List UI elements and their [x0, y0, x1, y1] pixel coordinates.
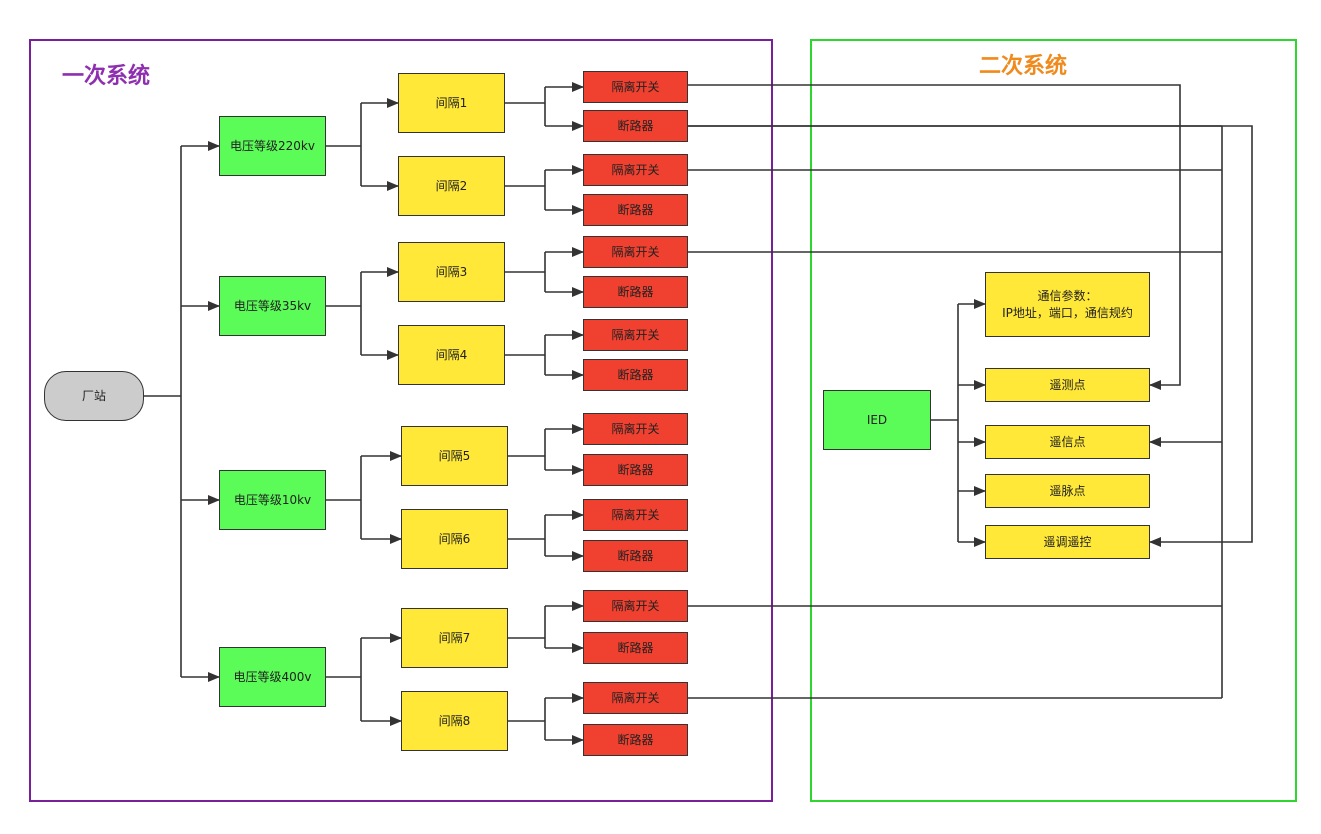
- circuit-breaker-2-label: 断路器: [617, 202, 654, 217]
- voltage-level-2-label: 电压等级35kv: [233, 298, 312, 313]
- bay-5-label: 间隔5: [438, 448, 471, 463]
- isolator-switch-5: 隔离开关: [583, 413, 688, 445]
- secondary-system-frame: [810, 39, 1297, 802]
- voltage-level-3: 电压等级10kv: [219, 470, 326, 530]
- voltage-level-2: 电压等级35kv: [219, 276, 326, 336]
- isolator-switch-8-label: 隔离开关: [611, 690, 660, 705]
- bay-2: 间隔2: [398, 156, 505, 216]
- isolator-switch-6: 隔离开关: [583, 499, 688, 531]
- point-node-4-label: 遥调遥控: [1043, 534, 1092, 549]
- circuit-breaker-1-label: 断路器: [617, 118, 654, 133]
- bay-1-label: 间隔1: [435, 95, 468, 110]
- circuit-breaker-1: 断路器: [583, 110, 688, 142]
- circuit-breaker-3: 断路器: [583, 276, 688, 308]
- primary-system-title: 一次系统: [62, 64, 151, 89]
- bay-2-label: 间隔2: [435, 178, 468, 193]
- isolator-switch-2-label: 隔离开关: [611, 162, 660, 177]
- bay-3: 间隔3: [398, 242, 505, 302]
- circuit-breaker-6: 断路器: [583, 540, 688, 572]
- isolator-switch-7: 隔离开关: [583, 590, 688, 622]
- station-node-label: 厂站: [81, 388, 106, 403]
- circuit-breaker-8: 断路器: [583, 724, 688, 756]
- ied-node: IED: [823, 390, 931, 450]
- ied-node-label: IED: [866, 412, 888, 427]
- bay-5: 间隔5: [401, 426, 508, 486]
- circuit-breaker-3-label: 断路器: [617, 284, 654, 299]
- circuit-breaker-4-label: 断路器: [617, 367, 654, 382]
- point-node-4: 遥调遥控: [985, 525, 1150, 559]
- point-node-1: 遥测点: [985, 368, 1150, 402]
- circuit-breaker-4: 断路器: [583, 359, 688, 391]
- voltage-level-3-label: 电压等级10kv: [233, 492, 312, 507]
- circuit-breaker-5-label: 断路器: [617, 462, 654, 477]
- bay-1: 间隔1: [398, 73, 505, 133]
- voltage-level-1-label: 电压等级220kv: [230, 138, 315, 153]
- secondary-system-title: 二次系统: [979, 54, 1068, 79]
- point-node-2-label: 遥信点: [1049, 434, 1086, 449]
- bay-7: 间隔7: [401, 608, 508, 668]
- voltage-level-1: 电压等级220kv: [219, 116, 326, 176]
- point-node-3: 遥脉点: [985, 474, 1150, 508]
- isolator1-to-telemetry-link: [688, 84, 1181, 390]
- comm-params-node: 通信参数： IP地址，端口，通信规约: [985, 272, 1150, 337]
- isolator-switch-1-label: 隔离开关: [611, 79, 660, 94]
- circuit-breaker-5: 断路器: [583, 454, 688, 486]
- isolator-switch-3: 隔离开关: [583, 236, 688, 268]
- isolator-switch-8: 隔离开关: [583, 682, 688, 714]
- isolator-switch-7-label: 隔离开关: [611, 598, 660, 613]
- circuit-breaker-7-label: 断路器: [617, 640, 654, 655]
- isolator-switch-3-label: 隔离开关: [611, 244, 660, 259]
- station-node: 厂站: [44, 371, 144, 421]
- bay-6-label: 间隔6: [438, 531, 471, 546]
- isolator-switch-4: 隔离开关: [583, 319, 688, 351]
- bay-4-label: 间隔4: [435, 347, 468, 362]
- voltage-level-4-label: 电压等级400v: [233, 669, 312, 684]
- point-node-2: 遥信点: [985, 425, 1150, 459]
- circuit-breaker-7: 断路器: [583, 632, 688, 664]
- isolator-switch-1: 隔离开关: [583, 71, 688, 103]
- circuit-breaker-2: 断路器: [583, 194, 688, 226]
- bay-4: 间隔4: [398, 325, 505, 385]
- circuit-breaker-8-label: 断路器: [617, 732, 654, 747]
- primary-system-frame: [29, 39, 773, 802]
- isolator-switch-6-label: 隔离开关: [611, 507, 660, 522]
- bay-7-label: 间隔7: [438, 630, 471, 645]
- bay-8-label: 间隔8: [438, 713, 471, 728]
- isolator-switch-5-label: 隔离开关: [611, 421, 660, 436]
- comm-params-node-label: 通信参数： IP地址，端口，通信规约: [1002, 289, 1133, 320]
- point-node-3-label: 遥脉点: [1049, 483, 1086, 498]
- isolator-switch-4-label: 隔离开关: [611, 327, 660, 342]
- bay-3-label: 间隔3: [435, 264, 468, 279]
- point-node-1-label: 遥测点: [1049, 377, 1086, 392]
- voltage-level-4: 电压等级400v: [219, 647, 326, 707]
- bay-8: 间隔8: [401, 691, 508, 751]
- circuit-breaker-6-label: 断路器: [617, 548, 654, 563]
- bay-6: 间隔6: [401, 509, 508, 569]
- isolator-switch-2: 隔离开关: [583, 154, 688, 186]
